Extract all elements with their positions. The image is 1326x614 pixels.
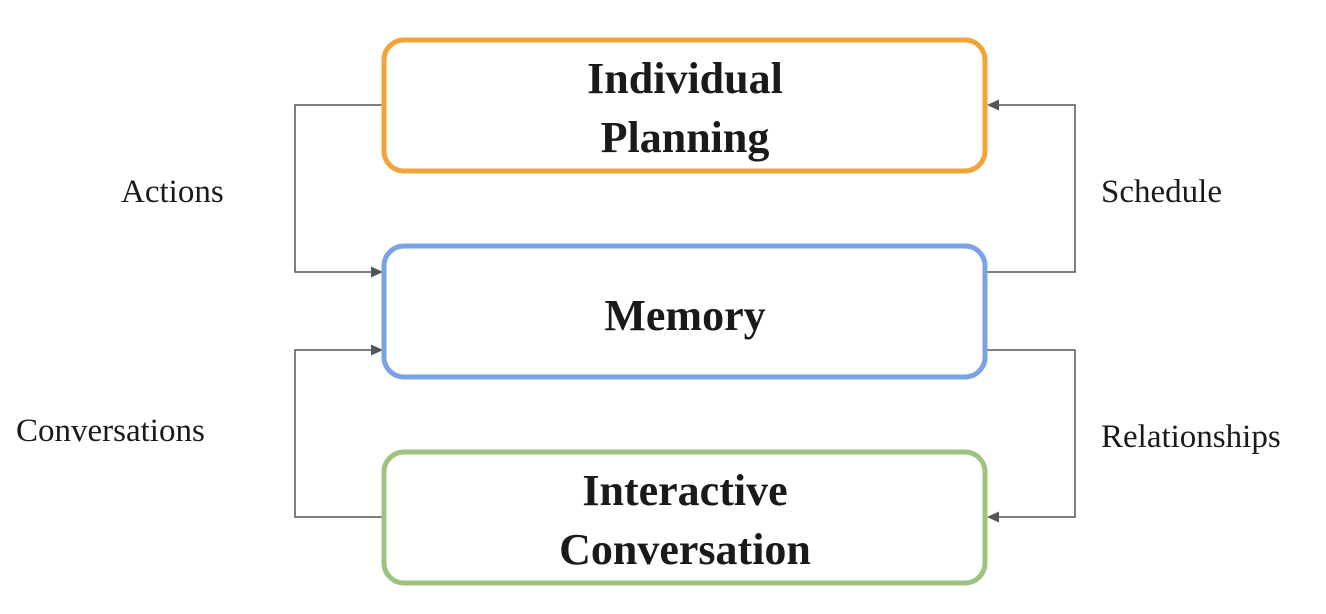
schedule-arrowhead: [987, 99, 999, 111]
conversations-label: Conversations: [16, 413, 205, 449]
actions-connector: [294, 104, 383, 273]
relationships-connector: [987, 349, 1076, 518]
conversations-arrowhead: [371, 344, 383, 356]
individual-planning-border: [381, 37, 988, 174]
memory-box: Memory: [381, 243, 988, 380]
interactive-conversation-border: [381, 449, 988, 586]
interactive-conversation-title-line2: Conversation: [559, 525, 811, 574]
schedule-label: Schedule: [1101, 174, 1222, 210]
conversations-connector: [294, 349, 383, 518]
interactive-conversation-box: Interactive Conversation: [381, 449, 988, 586]
actions-label: Actions: [121, 174, 224, 210]
relationships-arrowhead: [987, 511, 999, 523]
individual-planning-title-line2: Planning: [601, 113, 770, 162]
individual-planning-box: Individual Planning: [381, 37, 988, 174]
interactive-conversation-title-line1: Interactive: [582, 466, 787, 515]
memory-border: [381, 243, 988, 380]
schedule-connector: [987, 104, 1076, 273]
individual-planning-title-line1: Individual: [587, 54, 783, 103]
relationships-label: Relationships: [1101, 419, 1281, 455]
actions-arrowhead: [371, 266, 383, 278]
memory-title: Memory: [604, 291, 765, 340]
